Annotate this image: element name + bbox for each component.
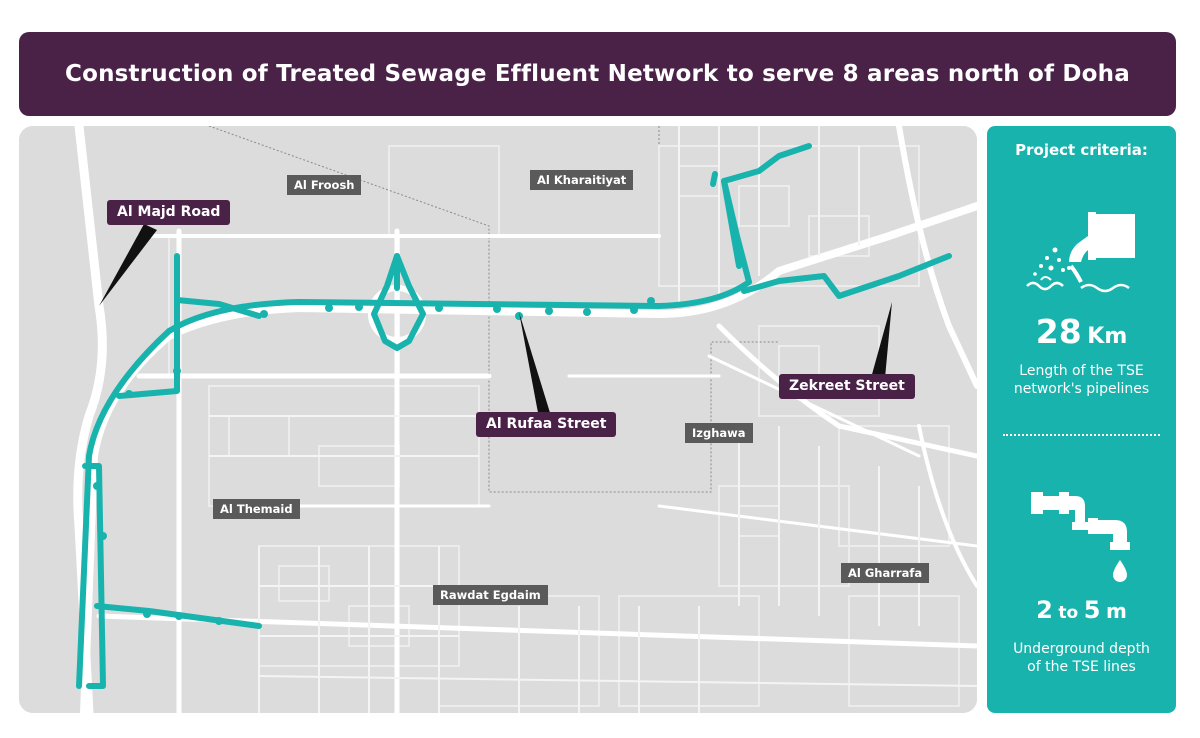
length-description: Length of the TSE network's pipelines [987, 362, 1176, 398]
tse-line-main [76, 279, 752, 689]
depth-description: Underground depth of the TSE lines [987, 640, 1176, 676]
length-description-line2: network's pipelines [1013, 381, 1150, 397]
tse-line-kharaitiyat-spine [721, 178, 742, 269]
project-criteria-panel: Project criteria: 28 Km Length of the TS… [987, 126, 1176, 713]
title-bar: Construction of Treated Sewage Effluent … [19, 32, 1176, 116]
length-unit: Km [1087, 324, 1128, 349]
callout-pointers [99, 224, 892, 418]
area-label-al-themaid: Al Themaid [213, 499, 300, 519]
length-value: 28 [1035, 312, 1082, 351]
area-label-al-froosh: Al Froosh [287, 175, 362, 195]
depth-description-line2: of the TSE lines [1027, 659, 1136, 675]
depth-description-line1: Underground depth [1013, 641, 1150, 657]
tse-line-upper-right [710, 171, 718, 187]
criteria-divider [1003, 434, 1160, 436]
criteria-title: Project criteria: [1015, 141, 1148, 159]
area-label-al-gharrafa: Al Gharrafa [841, 563, 930, 583]
road-label-al-rufaa-street: Al Rufaa Street [476, 412, 617, 437]
page-title: Construction of Treated Sewage Effluent … [65, 61, 1130, 87]
depth-to: to [1058, 603, 1079, 623]
area-label-rawdat-egdaim: Rawdat Egdaim [433, 585, 548, 605]
tse-line-upper-west [174, 297, 262, 319]
pointer-zekreet-street [871, 302, 892, 378]
tse-joints [93, 297, 655, 625]
area-label-izghawa: Izghawa [685, 423, 753, 443]
depth-stat: 2 to 5 m [987, 596, 1176, 624]
outfall-pipe-icon [1025, 210, 1137, 296]
road-label-zekreet-street: Zekreet Street [779, 374, 915, 399]
faucet-pipe-icon [1029, 484, 1135, 584]
area-label-al-kharaitiyat: Al Kharaitiyat [530, 170, 634, 190]
tse-line-roundabout [371, 253, 426, 351]
depth-max: 5 [1083, 596, 1101, 624]
pointer-al-majd-road [99, 224, 157, 306]
tse-line-kharaitiyat [721, 143, 812, 285]
tse-line-zekreet [741, 253, 952, 299]
area-boundaries [208, 126, 779, 493]
depth-min: 2 [1036, 596, 1053, 624]
road-label-al-majd-road: Al Majd Road [107, 200, 231, 225]
length-stat: 28 Km [987, 312, 1176, 351]
length-description-line1: Length of the TSE [1019, 363, 1144, 379]
pointer-al-rufaa-street [519, 312, 551, 418]
minor-streets [209, 126, 977, 713]
map-panel: Al Froosh Al Kharaitiyat Izghawa Al Them… [19, 126, 977, 713]
depth-unit: m [1106, 599, 1127, 623]
tse-line-majd-loop [82, 463, 106, 689]
